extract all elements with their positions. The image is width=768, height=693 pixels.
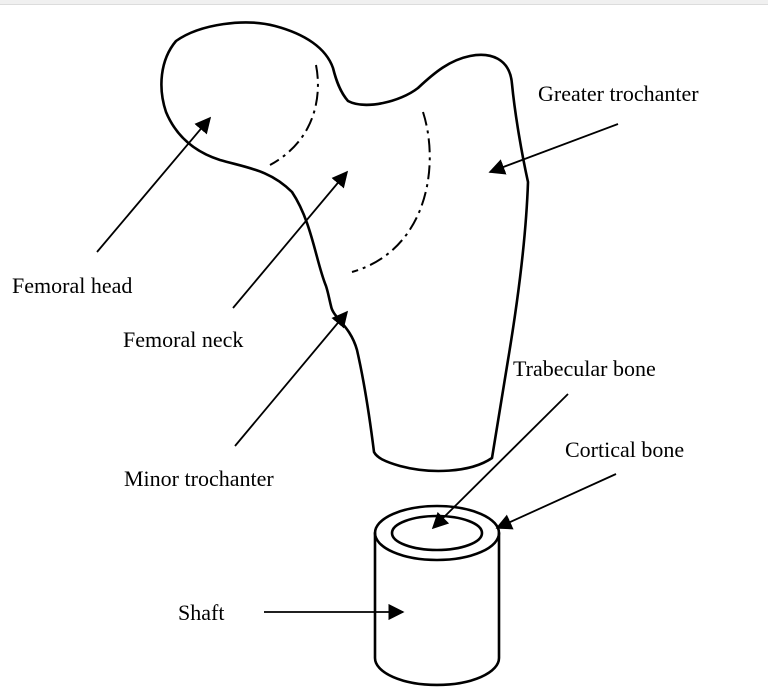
label-femoral-neck: Femoral neck (123, 327, 243, 352)
arrow-cortical-bone (497, 474, 616, 528)
arrow-minor-trochanter (235, 312, 347, 446)
label-shaft: Shaft (178, 600, 224, 625)
femur-outline (161, 22, 528, 470)
arrow-greater-trochanter (490, 124, 618, 172)
arrow-femoral-head (97, 118, 210, 252)
neck-trochanter-boundary (352, 112, 430, 272)
label-trabecular-bone: Trabecular bone (513, 356, 656, 381)
label-cortical-bone: Cortical bone (565, 437, 684, 462)
shaft-cylinder (375, 506, 499, 685)
label-femoral-head: Femoral head (12, 273, 132, 298)
arrow-trabecular-bone (433, 394, 568, 528)
head-neck-boundary (270, 65, 318, 165)
label-greater-trochanter: Greater trochanter (538, 81, 699, 106)
arrow-femoral-neck (233, 172, 347, 308)
label-minor-trochanter: Minor trochanter (124, 466, 274, 491)
top-divider (0, 0, 768, 5)
